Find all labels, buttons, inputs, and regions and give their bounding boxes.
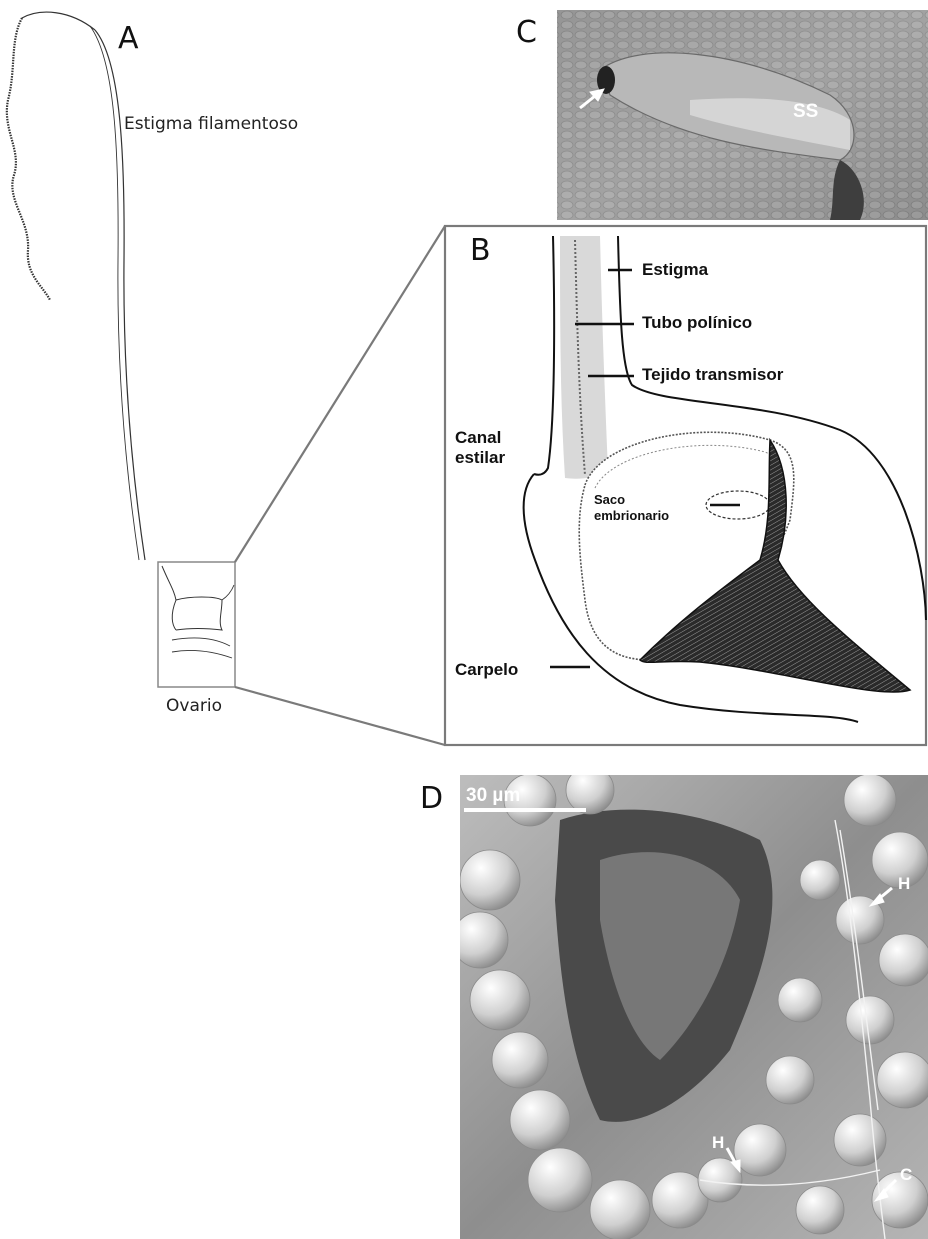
label-ss: SS (793, 101, 818, 123)
transmitting-tissue (560, 236, 608, 479)
label-arrow-h2: H (712, 1133, 724, 1153)
label-canal-line1: Canal (455, 428, 505, 448)
label-saco-line2: embrionario (594, 508, 669, 524)
scale-bar-line (464, 808, 586, 812)
label-canal-line2: estilar (455, 448, 505, 468)
scale-bar-label: 30 µm (466, 785, 520, 807)
label-tejido-transmisor: Tejido transmisor (642, 365, 783, 385)
panel-letter-a: A (118, 24, 139, 54)
label-estigma-filamentoso: Estigma filamentoso (124, 114, 298, 134)
panel-letter-b: B (470, 236, 491, 266)
stigma-feathery-tip (7, 18, 50, 300)
label-ovario: Ovario (166, 696, 222, 716)
label-tubo-polinico: Tubo polínico (642, 313, 752, 333)
label-estigma: Estigma (642, 260, 708, 280)
label-saco-line1: Saco (594, 492, 669, 508)
label-carpelo: Carpelo (455, 660, 518, 680)
panel-c-image (557, 10, 928, 220)
panel-letter-d: D (420, 784, 443, 814)
ovary-box (158, 562, 235, 687)
label-canal-estilar: Canal estilar (455, 428, 505, 467)
label-arrow-h1: H (898, 874, 910, 894)
label-arrow-c: C (900, 1165, 912, 1185)
stigma-filament (95, 30, 145, 560)
zoom-connector (235, 226, 445, 745)
panel-d-image (452, 766, 928, 1239)
panel-letter-c: C (516, 18, 537, 48)
label-saco-embrionario: Saco embrionario (594, 492, 669, 523)
